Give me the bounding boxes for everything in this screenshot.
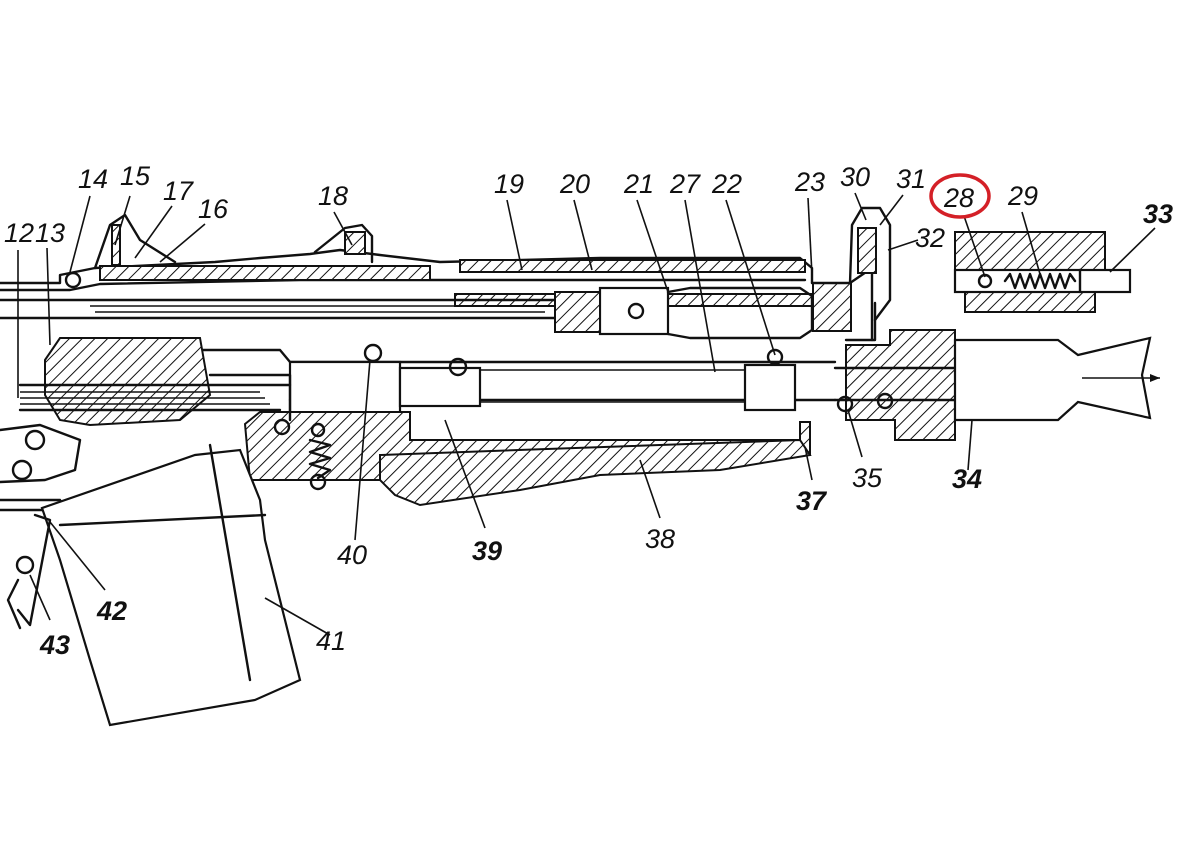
detail-inset: [953, 231, 1132, 313]
label-43: 43: [39, 630, 70, 660]
label-42: 42: [96, 596, 127, 626]
label-19: 19: [494, 169, 524, 199]
label-18: 18: [318, 181, 348, 211]
label-22: 22: [711, 169, 742, 199]
assembly-drawing: [0, 206, 1160, 727]
label-16: 16: [198, 194, 229, 224]
label-33: 33: [1143, 199, 1173, 229]
label-40: 40: [337, 540, 367, 570]
label-30: 30: [840, 162, 870, 192]
label-15: 15: [120, 161, 151, 191]
label-39: 39: [472, 536, 502, 566]
label-13: 13: [35, 218, 65, 248]
part-labels: 12 13 14 15 17 16 18 19 20 21 27 22 23 3…: [4, 161, 1173, 660]
label-29: 29: [1007, 181, 1038, 211]
label-27: 27: [669, 169, 701, 199]
label-32: 32: [915, 223, 945, 253]
label-23: 23: [794, 167, 825, 197]
label-14: 14: [78, 164, 108, 194]
label-12: 12: [4, 218, 34, 248]
highlight-circle-28: [929, 173, 991, 219]
label-31: 31: [896, 164, 926, 194]
label-37: 37: [796, 486, 828, 516]
label-41: 41: [316, 626, 346, 656]
label-38: 38: [645, 524, 675, 554]
label-34: 34: [952, 464, 982, 494]
label-21: 21: [623, 169, 654, 199]
label-28: 28: [943, 183, 974, 213]
leader-lines: [17, 192, 1156, 636]
label-17: 17: [163, 176, 194, 206]
label-35: 35: [852, 463, 883, 493]
label-20: 20: [559, 169, 590, 199]
